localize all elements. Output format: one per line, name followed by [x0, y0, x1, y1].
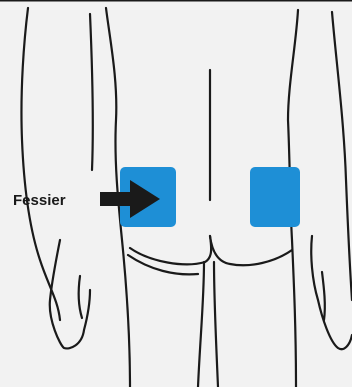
injection-zone-right [250, 167, 300, 227]
injection-site-label: Fessier [13, 192, 66, 209]
